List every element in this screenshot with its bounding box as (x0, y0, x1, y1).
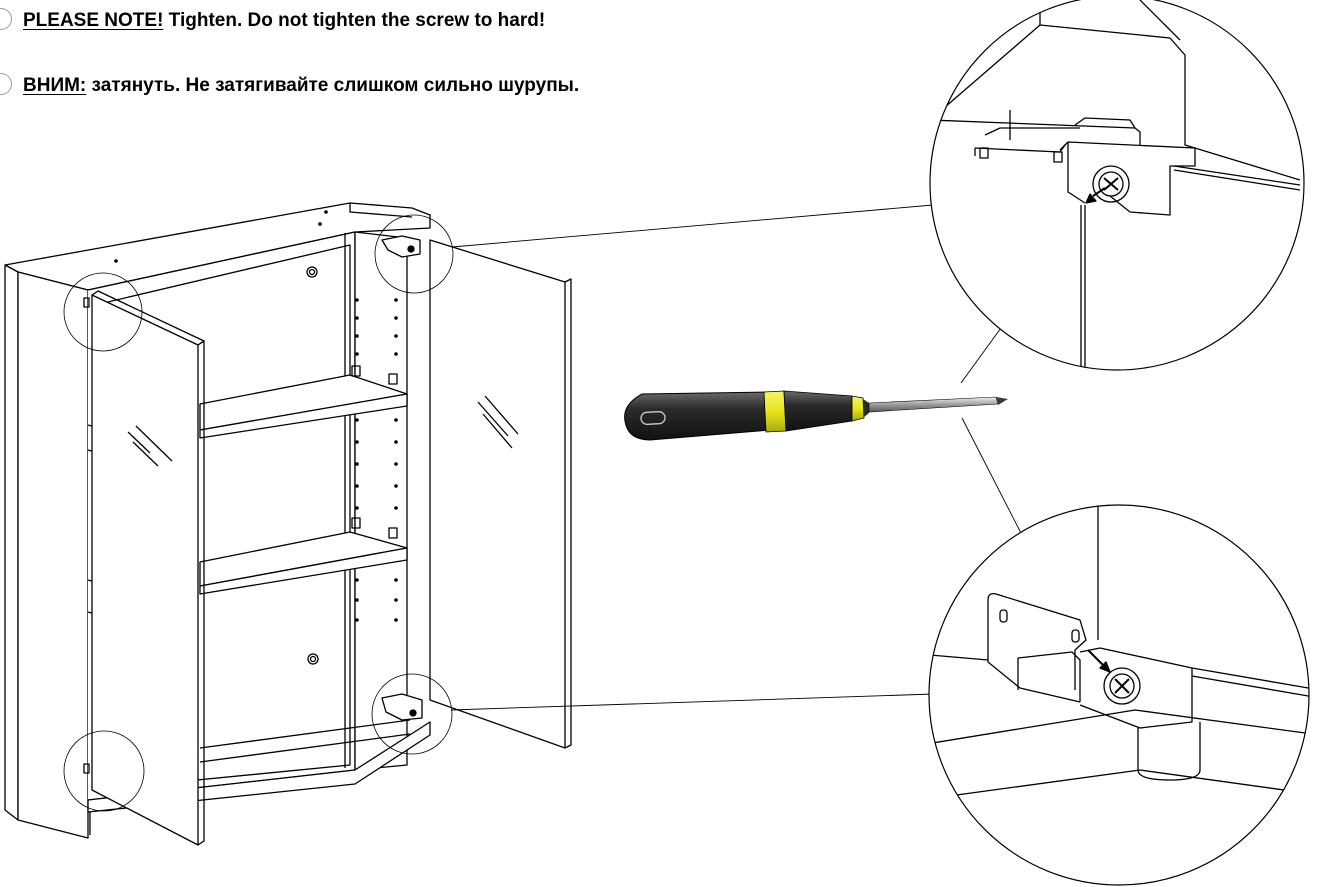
note-english: PLEASE NOTE! Tighten. Do not tighten the… (0, 8, 545, 32)
note-english-keyword: PLEASE NOTE! (23, 10, 164, 31)
left-mirror-door (91, 290, 205, 846)
cabinet-body (4, 202, 431, 839)
detail-lower-hinge (928, 504, 1310, 886)
cabinet (4, 202, 572, 846)
screwdriver-illustration (624, 390, 1008, 441)
shelf-pin-holes (114, 210, 398, 622)
note-english-text: Tighten. Do not tighten the screw to har… (163, 10, 546, 31)
hinge-top-left (83, 297, 90, 308)
mount-holes (306, 266, 319, 665)
note-russian: ВНИМ: затянуть. Не затягивайте слишком с… (0, 73, 579, 97)
note-russian-text: затянуть. Не затягивайте слишком сильно … (86, 75, 580, 96)
note-russian-keyword: ВНИМ: (23, 75, 87, 96)
hinge-highlight-circles (63, 214, 454, 812)
hinge-bottom-left (83, 763, 90, 774)
detail-upper-hinge (929, 0, 1305, 371)
right-mirror-door (429, 239, 572, 749)
shelf-supports (351, 365, 398, 539)
hinge-top-right (381, 235, 421, 258)
hinge-bottom-right (381, 693, 423, 721)
